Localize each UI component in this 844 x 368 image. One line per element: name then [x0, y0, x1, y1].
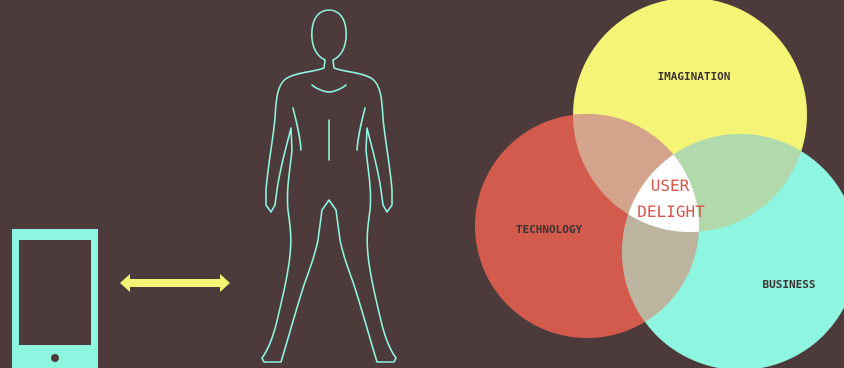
venn-center-label-line2: DELIGHT	[637, 202, 705, 221]
venn-center-user-delight	[622, 134, 699, 232]
venn-center-label-line1: USER	[651, 176, 690, 195]
double-arrow-icon	[120, 274, 230, 292]
venn-label-business: BUSINESS	[763, 278, 816, 291]
venn-label-imagination: IMAGINATION	[658, 70, 731, 83]
smartphone-icon	[12, 229, 98, 368]
venn-label-technology: TECHNOLOGY	[516, 223, 583, 236]
human-figure-icon	[261, 9, 397, 363]
